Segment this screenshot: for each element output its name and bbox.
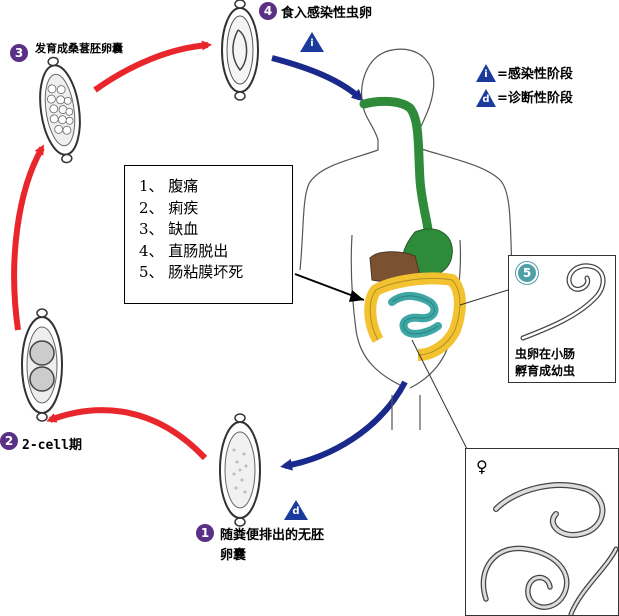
larva-inset: 5 虫卵在小肠 孵育成幼虫	[508, 255, 616, 383]
egg-step3	[39, 56, 81, 164]
egg-step4	[221, 0, 259, 101]
step5-label-line1: 虫卵在小肠	[515, 347, 576, 361]
step4-label: 食入感染性虫卵	[281, 6, 373, 21]
symptom-item: 4、 直肠脱出	[139, 241, 229, 260]
step5-label-line2: 孵育成幼虫	[515, 364, 576, 378]
step1-number: 1	[196, 524, 214, 542]
symptom-box: 1、 腹痛 2、 痢疾 3、 缺血 4、 直肠脱出 5、 肠粘膜坏死	[124, 165, 293, 304]
step1-label-line1: 随粪便排出的无胚	[220, 528, 325, 543]
arrow-2-to-3	[11, 144, 45, 331]
step2-number: 2	[0, 432, 18, 450]
step1-label-line2: 卵囊	[220, 548, 247, 563]
arrow-excretion	[280, 380, 408, 471]
symptom-item: 1、 腹痛	[139, 177, 199, 195]
adult-worms-illustration	[480, 482, 618, 615]
legend-diagnostic-label: =诊断性阶段	[497, 91, 573, 106]
egg-step2	[21, 308, 63, 422]
symptom-item: 3、 缺血	[139, 220, 199, 238]
diagnostic-marker-letter: d	[292, 506, 300, 517]
diagnostic-stage-marker	[284, 500, 308, 520]
symptom-item: 2、 痢疾	[139, 198, 199, 217]
line-to-adult-inset	[411, 339, 471, 456]
arrow-1-to-2	[46, 407, 208, 461]
legend-infective-label: =感染性阶段	[497, 67, 573, 82]
step3-label: 发育成桑葚胚卵囊	[35, 42, 123, 55]
larva-illustration	[520, 263, 606, 341]
step4-number: 4	[259, 2, 277, 20]
adult-worm-inset: ♀	[465, 448, 619, 616]
legend-infective-triangle	[476, 64, 496, 82]
colon-outline	[369, 277, 461, 356]
step2-label: 2-cell期	[22, 438, 82, 453]
arrow-ingestion	[271, 55, 364, 102]
step5-number: 5	[516, 262, 538, 284]
symptom-item: 5、 肠粘膜坏死	[139, 263, 244, 281]
egg-step1	[219, 413, 261, 527]
female-symbol: ♀	[476, 457, 488, 476]
legend-infective-letter: i	[484, 69, 488, 80]
step3-number: 3	[10, 44, 28, 62]
line-to-inset5	[459, 289, 509, 306]
arrow-3-to-4	[93, 40, 212, 93]
legend-diagnostic-triangle	[476, 89, 496, 107]
small-intestine	[388, 292, 442, 338]
legend-diagnostic-letter: d	[482, 94, 490, 105]
infective-stage-marker	[300, 32, 324, 52]
infective-marker-letter: i	[310, 38, 314, 49]
